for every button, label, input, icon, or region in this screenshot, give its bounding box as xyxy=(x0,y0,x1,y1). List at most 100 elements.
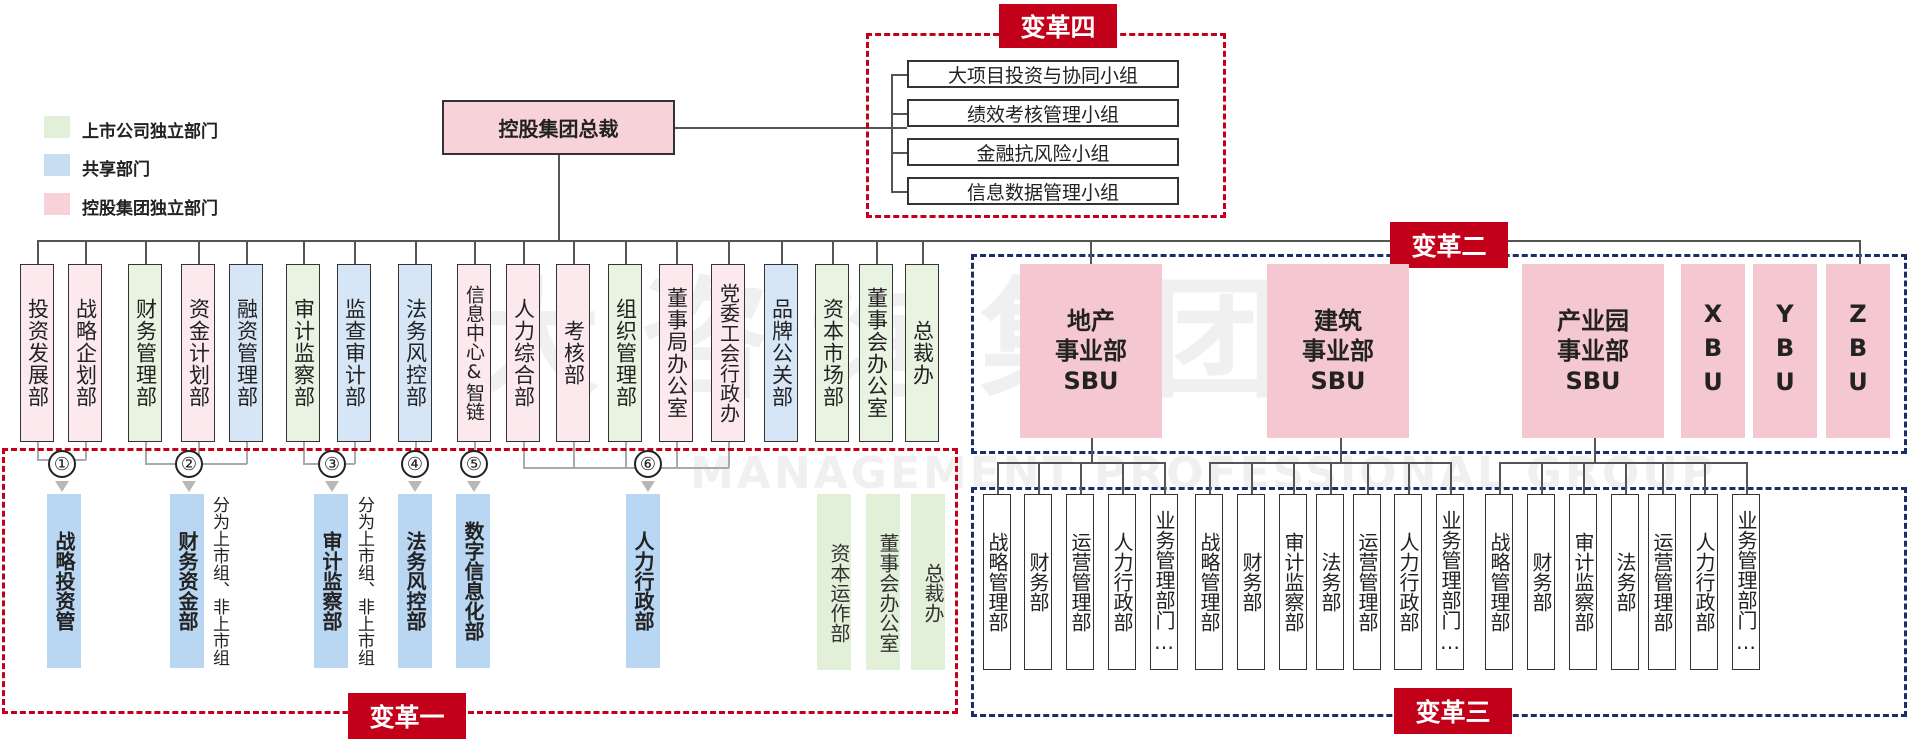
legend-label-listed: 上市公司独立部门 xyxy=(82,122,218,142)
connector xyxy=(1251,462,1253,494)
connector xyxy=(415,240,417,264)
bu-y: YBU xyxy=(1753,264,1817,438)
marker-4: ④ xyxy=(401,450,429,478)
connector xyxy=(922,240,924,264)
connector xyxy=(997,462,999,494)
bracket-line xyxy=(303,442,305,464)
connector xyxy=(1859,240,1861,264)
dept-box: 考核部 xyxy=(556,264,590,442)
arrow-icon xyxy=(467,481,481,492)
connector xyxy=(198,240,200,264)
new-dept-finance: 财务资金部 xyxy=(170,494,204,668)
dept-box: 董事会办公室 xyxy=(859,264,893,442)
connector xyxy=(1499,462,1748,464)
new-dept-strategy-investment: 战略投资管 xyxy=(47,494,81,668)
sbu-line: 建筑 xyxy=(1314,307,1362,335)
connector xyxy=(474,240,476,264)
connector xyxy=(728,240,730,264)
arrow-icon xyxy=(55,481,69,492)
connector xyxy=(1594,438,1596,462)
connector xyxy=(1499,462,1501,494)
sbu-sub-dept: 人力行政部 xyxy=(1690,494,1718,670)
bracket-line xyxy=(145,442,147,464)
connector xyxy=(354,240,356,264)
bracket-line xyxy=(198,442,200,464)
green-dept: 总裁办 xyxy=(911,494,945,670)
bu-z: ZBU xyxy=(1826,264,1890,438)
connector xyxy=(891,113,907,115)
connector xyxy=(1293,462,1295,494)
bracket-line xyxy=(728,442,730,468)
change3-tag: 变革三 xyxy=(1394,688,1512,734)
sbu-line: SBU xyxy=(1565,367,1621,395)
sbu-real-estate: 地产 事业部 SBU xyxy=(1020,264,1162,438)
connector xyxy=(1746,462,1748,494)
connector xyxy=(523,240,525,264)
connector xyxy=(781,240,783,264)
bracket-line xyxy=(523,442,525,468)
connector xyxy=(1408,462,1410,494)
bracket-line xyxy=(573,442,575,468)
dept-box: 董事局办公室 xyxy=(659,264,693,442)
connector xyxy=(1122,462,1124,494)
sbu-line: SBU xyxy=(1063,367,1119,395)
sbu-sub-dept: 审计监察部 xyxy=(1279,494,1307,670)
dept-box: 监查审计部 xyxy=(337,264,371,442)
sbu-sub-dept: 人力行政部 xyxy=(1108,494,1136,670)
connector xyxy=(891,74,907,76)
sbu-line: 事业部 xyxy=(1557,337,1629,365)
sbu-line: 地产 xyxy=(1067,307,1115,335)
green-dept: 资本运作部 xyxy=(817,494,851,670)
sbu-sub-dept: 业务管理部门… xyxy=(1150,494,1178,670)
sbu-industrial-park: 产业园 事业部 SBU xyxy=(1522,264,1664,438)
connector xyxy=(891,74,893,192)
dept-box: 战略企划部 xyxy=(68,264,102,442)
marker-5: ⑤ xyxy=(460,450,488,478)
dept-box: 党委工会行政办 xyxy=(711,264,745,442)
bracket-line xyxy=(415,442,417,451)
connector xyxy=(1330,462,1332,494)
connector xyxy=(832,240,834,264)
connector xyxy=(38,240,1860,242)
sbu-sub-dept: 财务部 xyxy=(1237,494,1265,670)
marker-6: ⑥ xyxy=(634,450,662,478)
legend-swatch-listed xyxy=(44,116,70,138)
dept-box: 融资管理部 xyxy=(229,264,263,442)
legend-swatch-holding xyxy=(44,193,70,215)
group-box: 大项目投资与协同小组 xyxy=(907,60,1179,88)
new-dept-digital: 数字信息化部 xyxy=(456,494,490,668)
sbu-line: 产业园 xyxy=(1557,307,1629,335)
sbu-sub-dept: 业务管理部门… xyxy=(1732,494,1760,670)
sbu-line: SBU xyxy=(1310,367,1366,395)
connector xyxy=(85,240,87,264)
connector xyxy=(891,152,907,154)
arrow-icon xyxy=(325,481,339,492)
sbu-sub-dept: 运营管理部 xyxy=(1648,494,1676,670)
change4-tag: 变革四 xyxy=(999,4,1117,48)
bracket-line xyxy=(625,442,627,468)
sbu-sub-dept: 人力行政部 xyxy=(1394,494,1422,670)
connector xyxy=(246,240,248,264)
sbu-line: 事业部 xyxy=(1302,337,1374,365)
group-box: 金融抗风险小组 xyxy=(907,138,1179,166)
marker-3: ③ xyxy=(318,450,346,478)
change1-tag: 变革一 xyxy=(348,693,466,739)
bracket-line xyxy=(246,442,248,464)
marker-2: ② xyxy=(175,450,203,478)
dept-box: 组织管理部 xyxy=(608,264,642,442)
connector xyxy=(1541,462,1543,494)
connector xyxy=(1450,462,1452,494)
green-dept: 董事会办公室 xyxy=(866,494,900,670)
connector xyxy=(876,240,878,264)
dept-box: 信息中心&智链 xyxy=(457,264,491,442)
dept-box: 财务管理部 xyxy=(128,264,162,442)
dept-box: 总裁办 xyxy=(905,264,939,442)
connector xyxy=(1367,462,1369,494)
sbu-sub-dept: 战略管理部 xyxy=(1485,494,1513,670)
connector xyxy=(145,240,147,264)
new-dept-hr: 人力行政部 xyxy=(626,494,660,668)
connector xyxy=(1038,462,1040,494)
sbu-sub-dept: 审计监察部 xyxy=(1569,494,1597,670)
connector xyxy=(573,240,575,264)
connector xyxy=(1164,462,1166,494)
